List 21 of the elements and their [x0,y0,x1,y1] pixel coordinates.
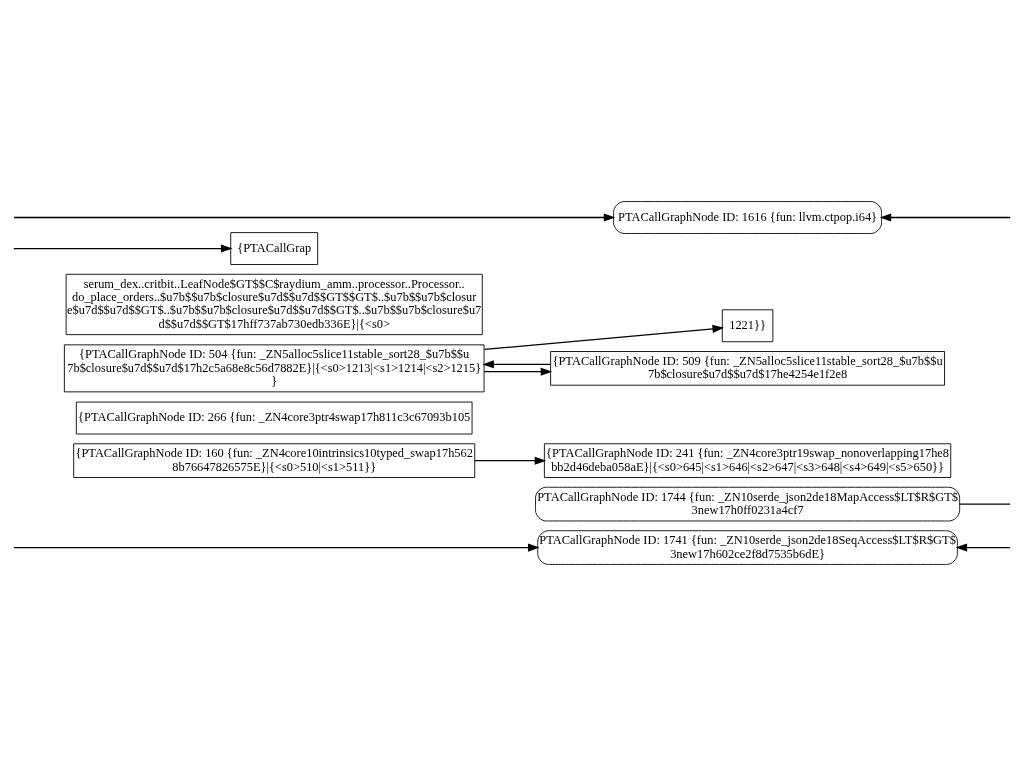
arrow [13,244,233,253]
node-box: {PTACallGraphNode ID: 266 {fun: _ZN4core3ptr4swap17h811c3c67093b105 [75,401,473,434]
node-box: PTACallGraphNode ID: 1616 {fun: llvm.ctpop.i64} [613,200,882,234]
arrow [483,367,553,376]
node-box: {PTACallGraphNode ID: 241 {fun: _ZN4core3ptr19swap_nonoverlapping17he8bb2d46deba058aE}|{<s0>645|<s1>646|<s2>647|<s3>648|<s4>649|<s5>650}} [543,442,952,478]
node-box: 1221}} [721,308,774,342]
node-box: PTACallGraphNode ID: 1744 {fun: _ZN10serde_json2de18MapAccess$LT$R$GT$3new17h0ff0231a4cf7 [535,486,961,521]
arrow [474,456,547,465]
node-box: PTACallGraphNode ID: 1741 {fun: _ZN10serde_json2de18SeqAccess$LT$R$GT$3new17h602ce2f8d7535b6dE} [537,529,958,565]
arrow [879,212,1011,222]
arrow [482,359,551,368]
node-box: {PTACallGraphNode ID: 504 {fun: _ZN5alloc5slice11stable_sort28_$u7b$$u7b$closure$u7d$$u7d$17h2c5a68e8c56d7882E}|{<s0>1213|<s1>1214|<s2>1215}} [63,343,485,392]
arrow [955,543,1011,552]
node-box: serum_dex..critbit..LeafNode$GT$$C$raydium_amm..processor..Processor..do_place_orders..$u7b$$u7b$closure$u7d$$u7d$$GT$$GT$..$u7b$$u7b$closure$u7d$$u7d$$GT$..$u7b$$u7b$closure$u7d$$u7d$$GT$..$u7b$$u7b$closure$u7d$$u7d$$GT$17hff737ab730edb336E}|{<s0> [65,273,483,335]
connector [959,502,1011,505]
node-box: {PTACallGrap [230,231,319,265]
node-box: {PTACallGraphNode ID: 509 {fun: _ZN5alloc5slice11stable_sort28_$u7b$$u7b$closure$u7d$$u7d$17he4254e1f2e8 [550,350,945,386]
arrow [13,543,540,552]
arrow [483,324,725,350]
arrow [13,212,616,222]
node-box: {PTACallGraphNode ID: 160 {fun: _ZN4core10intrinsics10typed_swap17h5628b76647826575E}|{<s0>510|<s1>511}} [73,442,476,478]
